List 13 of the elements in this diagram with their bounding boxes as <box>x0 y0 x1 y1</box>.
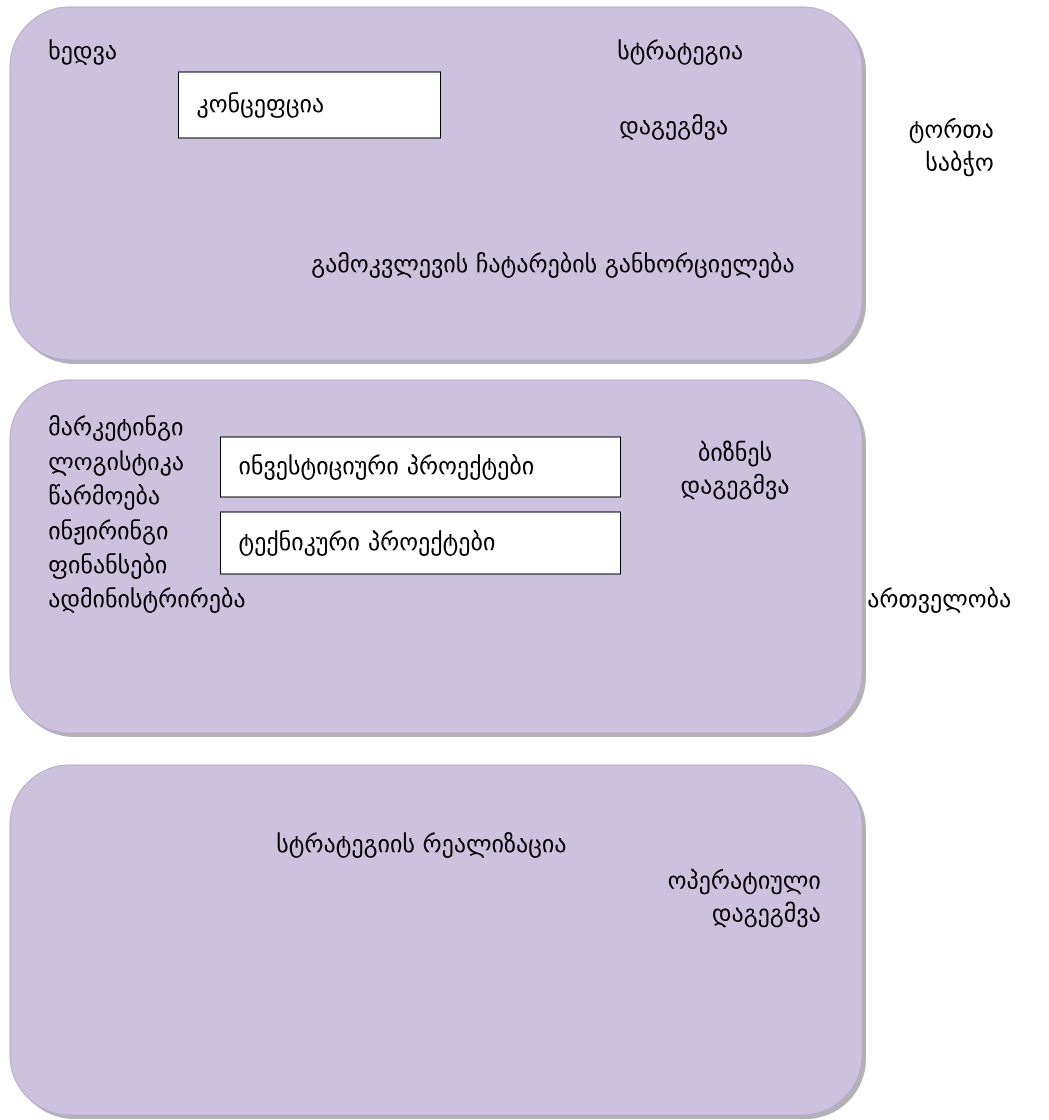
label: ბიზნეს დაგეგმვა <box>681 440 789 500</box>
label: ადმინისტრირება <box>49 587 245 613</box>
label: სტრატეგიის რეალიზაცია <box>277 832 566 858</box>
label: ლოგისტიკა <box>49 450 183 476</box>
label: წარმოება <box>49 484 159 510</box>
text-box: ტექნიკური პროექტები <box>220 511 621 575</box>
label: ოპერატიული დაგეგმვა <box>668 868 820 928</box>
text-box: ინვესტიციური პროექტები <box>220 436 621 498</box>
side-label: ტორთა საბჭო <box>909 117 993 177</box>
label: მარკეტინგი <box>49 415 183 441</box>
label: ინჟირინგი <box>49 519 168 545</box>
label: ფინანსები <box>49 553 167 579</box>
side-label: ართველობა <box>868 587 1011 613</box>
